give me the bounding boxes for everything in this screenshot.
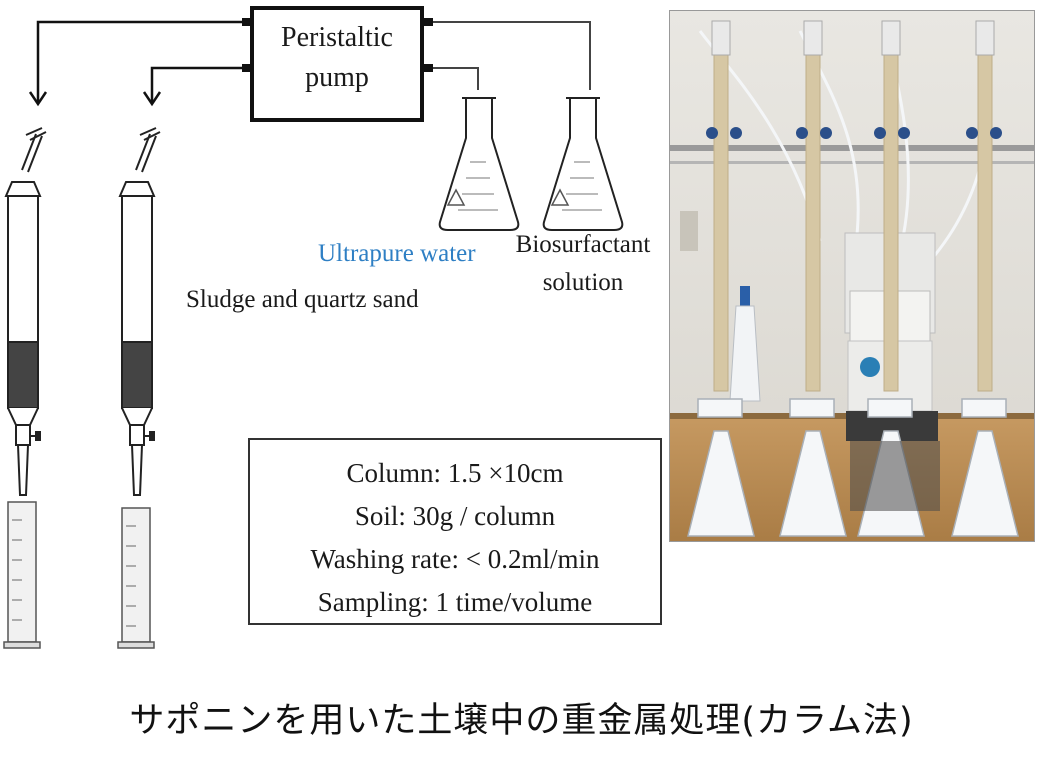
specs-box: Column: 1.5 ×10cm Soil: 30g / column Was… [248, 438, 662, 625]
pump-label: Peristaltic pump [252, 18, 422, 98]
tubing-to-columns [36, 20, 242, 102]
graduated-cylinder-left [3, 501, 41, 649]
graduated-cylinder-right [117, 507, 155, 649]
apparatus-photo [669, 10, 1035, 542]
sludge-label: Sludge and quartz sand [186, 286, 419, 313]
spec-column: Column: 1.5 ×10cm [346, 458, 564, 488]
flask-biosurfactant [542, 97, 624, 231]
spec-soil: Soil: 30g / column [354, 501, 556, 531]
arrow-down-icon [142, 91, 162, 107]
pump-label-line2: pump [305, 62, 369, 93]
lab-setup-illustration [670, 11, 1034, 541]
pump-label-line1: Peristaltic [281, 22, 393, 53]
tubing-to-flasks [433, 21, 591, 90]
spec-washing-rate: Washing rate: < 0.2ml/min [310, 544, 600, 574]
biosurfactant-label-line1: Biosurfactant [515, 231, 651, 258]
ultrapure-water-label: Ultrapure water [318, 240, 476, 267]
caption: サポニンを用いた土壌中の重金属処理(カラム法) [129, 701, 914, 741]
spec-sampling: Sampling: 1 time/volume [317, 587, 593, 617]
flask-ultrapure-water [438, 97, 520, 231]
column-left [4, 127, 47, 496]
column-right [118, 127, 161, 496]
biosurfactant-label: Biosurfactant solution [510, 226, 656, 302]
column-photos [711, 20, 995, 392]
biosurfactant-label-line2: solution [542, 269, 624, 296]
arrow-down-icon [28, 91, 48, 107]
apparatus-diagram [3, 6, 624, 649]
